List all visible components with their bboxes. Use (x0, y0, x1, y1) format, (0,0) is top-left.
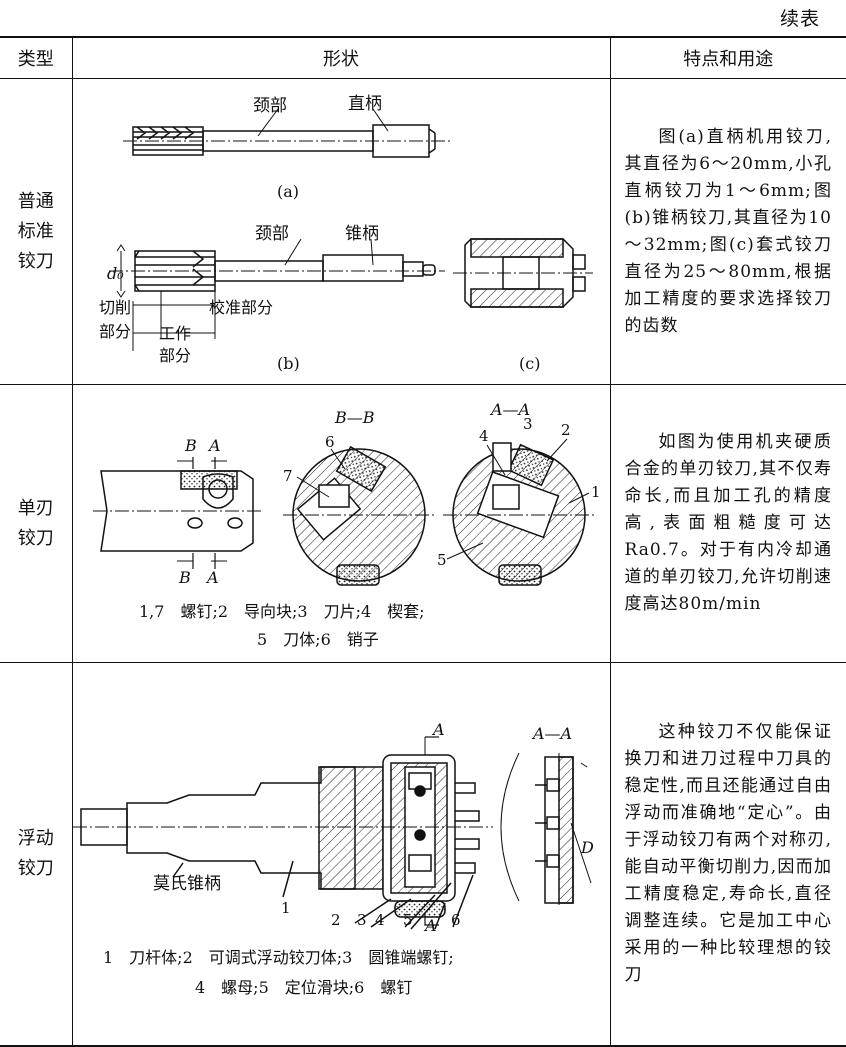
label-straight-shank: 直柄 (348, 94, 382, 114)
floating-reamer-figure: A A 莫氏锥柄 1 2 3 4 5 6 A—A (72, 720, 594, 997)
section-bb-drawing (282, 445, 435, 586)
type-cell: 单刃 铰刀 (0, 384, 73, 663)
label-neck-a: 颈部 (253, 96, 287, 116)
section-mark-b-top: B (184, 436, 197, 455)
shape-cell: A A 莫氏锥柄 1 2 3 4 5 6 A—A (71, 662, 611, 1047)
single-blade-reamer-figure: B A B A B—B 6 7 (92, 400, 601, 649)
type-line: 铰刀 (17, 250, 54, 272)
side-view-drawing (92, 457, 263, 569)
legend-line-1: 1 刀杆体;2 可调式浮动铰刀体;3 圆锥端螺钉; (103, 948, 454, 967)
label-calibration: 校准部分 (209, 298, 273, 317)
label-d0: d₀ (107, 264, 124, 283)
shape-cell: B A B A B—B 6 7 (71, 384, 611, 663)
row-single-blade-reamer: 单刃 铰刀 B A B A (0, 384, 846, 663)
label-diameter-d: D (580, 838, 594, 857)
callout-1: 1 (591, 483, 601, 501)
header-features: 特点和用途 (609, 36, 846, 79)
type-line: 标准 (17, 220, 54, 242)
callout-2: 2 (331, 911, 341, 929)
callout-3: 3 (523, 415, 533, 433)
description-cell: 图(a)直柄机用铰刀,其直径为6～20mm,小孔直柄铰刀为1～6mm;图(b)锥… (609, 78, 846, 385)
row-floating-reamer: 浮动 铰刀 (0, 662, 846, 1047)
description-text: 这种铰刀不仅能保证换刀和进刀过程中刀具的稳定性,而且还能通过自由浮动而准确地“定… (624, 722, 832, 985)
section-aa-drawing (500, 752, 591, 907)
header-row: 类型 形状 特点和用途 (0, 36, 846, 79)
callout-2: 2 (561, 421, 571, 439)
caption-c: (c) (519, 354, 540, 373)
caption-b: (b) (277, 354, 300, 373)
shell-reamer-drawing (452, 238, 593, 308)
straight-shank-reamer-drawing (122, 108, 451, 158)
type-line: 浮动 (17, 828, 54, 849)
header-shape: 形状 (71, 36, 611, 79)
label-taper-shank: 锥柄 (345, 224, 379, 244)
label-cutting-part: 部分 (99, 322, 131, 341)
standard-reamer-figure: 颈部 直柄 (a) (99, 94, 593, 373)
continued-label: 续表 (779, 8, 820, 30)
floating-reamer-drawing (72, 736, 493, 930)
type-cell: 浮动 铰刀 (0, 662, 73, 1047)
section-title-bb: B—B (334, 408, 375, 427)
label-cutting: 切削 (99, 298, 131, 317)
type-line: 铰刀 (17, 858, 54, 879)
type-cell: 普通 标准 铰刀 (0, 78, 73, 385)
caption-a: (a) (277, 182, 299, 201)
section-mark-a-top: A (431, 720, 445, 739)
description-text: 图(a)直柄机用铰刀,其直径为6～20mm,小孔直柄铰刀为1～6mm;图(b)锥… (624, 126, 832, 336)
section-title-aa: A—A (531, 724, 572, 743)
type-line: 铰刀 (17, 527, 54, 549)
callout-3: 3 (357, 911, 367, 929)
section-mark-a-bottom: A (423, 916, 437, 935)
shape-cell: 颈部 直柄 (a) (71, 78, 611, 385)
section-mark-b-bottom: B (178, 568, 191, 587)
legend-line-2: 5 刀体;6 销子 (257, 630, 379, 649)
label-morse-taper-shank: 莫氏锥柄 (153, 874, 221, 894)
description-cell: 这种铰刀不仅能保证换刀和进刀过程中刀具的稳定性,而且还能通过自由浮动而准确地“定… (609, 662, 846, 1047)
callout-4: 4 (375, 911, 385, 929)
description-text: 如图为使用机夹硬质合金的单刃铰刀,其不仅寿命长,而且加工孔的精度高,表面粗糙度可… (624, 432, 832, 614)
row-standard-reamer: 普通 标准 铰刀 颈部 直柄 (0, 78, 846, 385)
callout-7: 7 (283, 467, 293, 485)
label-working-part: 部分 (159, 346, 191, 365)
section-mark-a-top: A (207, 436, 221, 455)
label-neck-b: 颈部 (255, 224, 289, 244)
type-line: 普通 (17, 190, 54, 212)
callout-6: 6 (325, 433, 335, 451)
callout-1: 1 (281, 899, 291, 917)
type-line: 单刃 (17, 497, 54, 519)
header-type: 类型 (0, 36, 73, 79)
legend-line-1: 1,7 螺钉;2 导向块;3 刀片;4 楔套; (139, 602, 425, 621)
callout-6: 6 (451, 911, 461, 929)
description-cell: 如图为使用机夹硬质合金的单刃铰刀,其不仅寿命长,而且加工孔的精度高,表面粗糙度可… (609, 384, 846, 663)
section-title-aa: A—A (489, 400, 530, 419)
section-mark-a-bottom: A (205, 568, 219, 587)
taper-shank-reamer-drawing (108, 238, 445, 351)
callout-5: 5 (403, 911, 413, 929)
callout-4: 4 (479, 427, 489, 445)
label-working: 工作 (159, 324, 191, 343)
callout-5: 5 (437, 551, 447, 569)
section-aa-drawing (442, 442, 595, 586)
legend-line-2: 4 螺母;5 定位滑块;6 螺钉 (195, 978, 412, 997)
reamer-table: 类型 形状 特点和用途 普通 标准 铰刀 (0, 36, 846, 1047)
